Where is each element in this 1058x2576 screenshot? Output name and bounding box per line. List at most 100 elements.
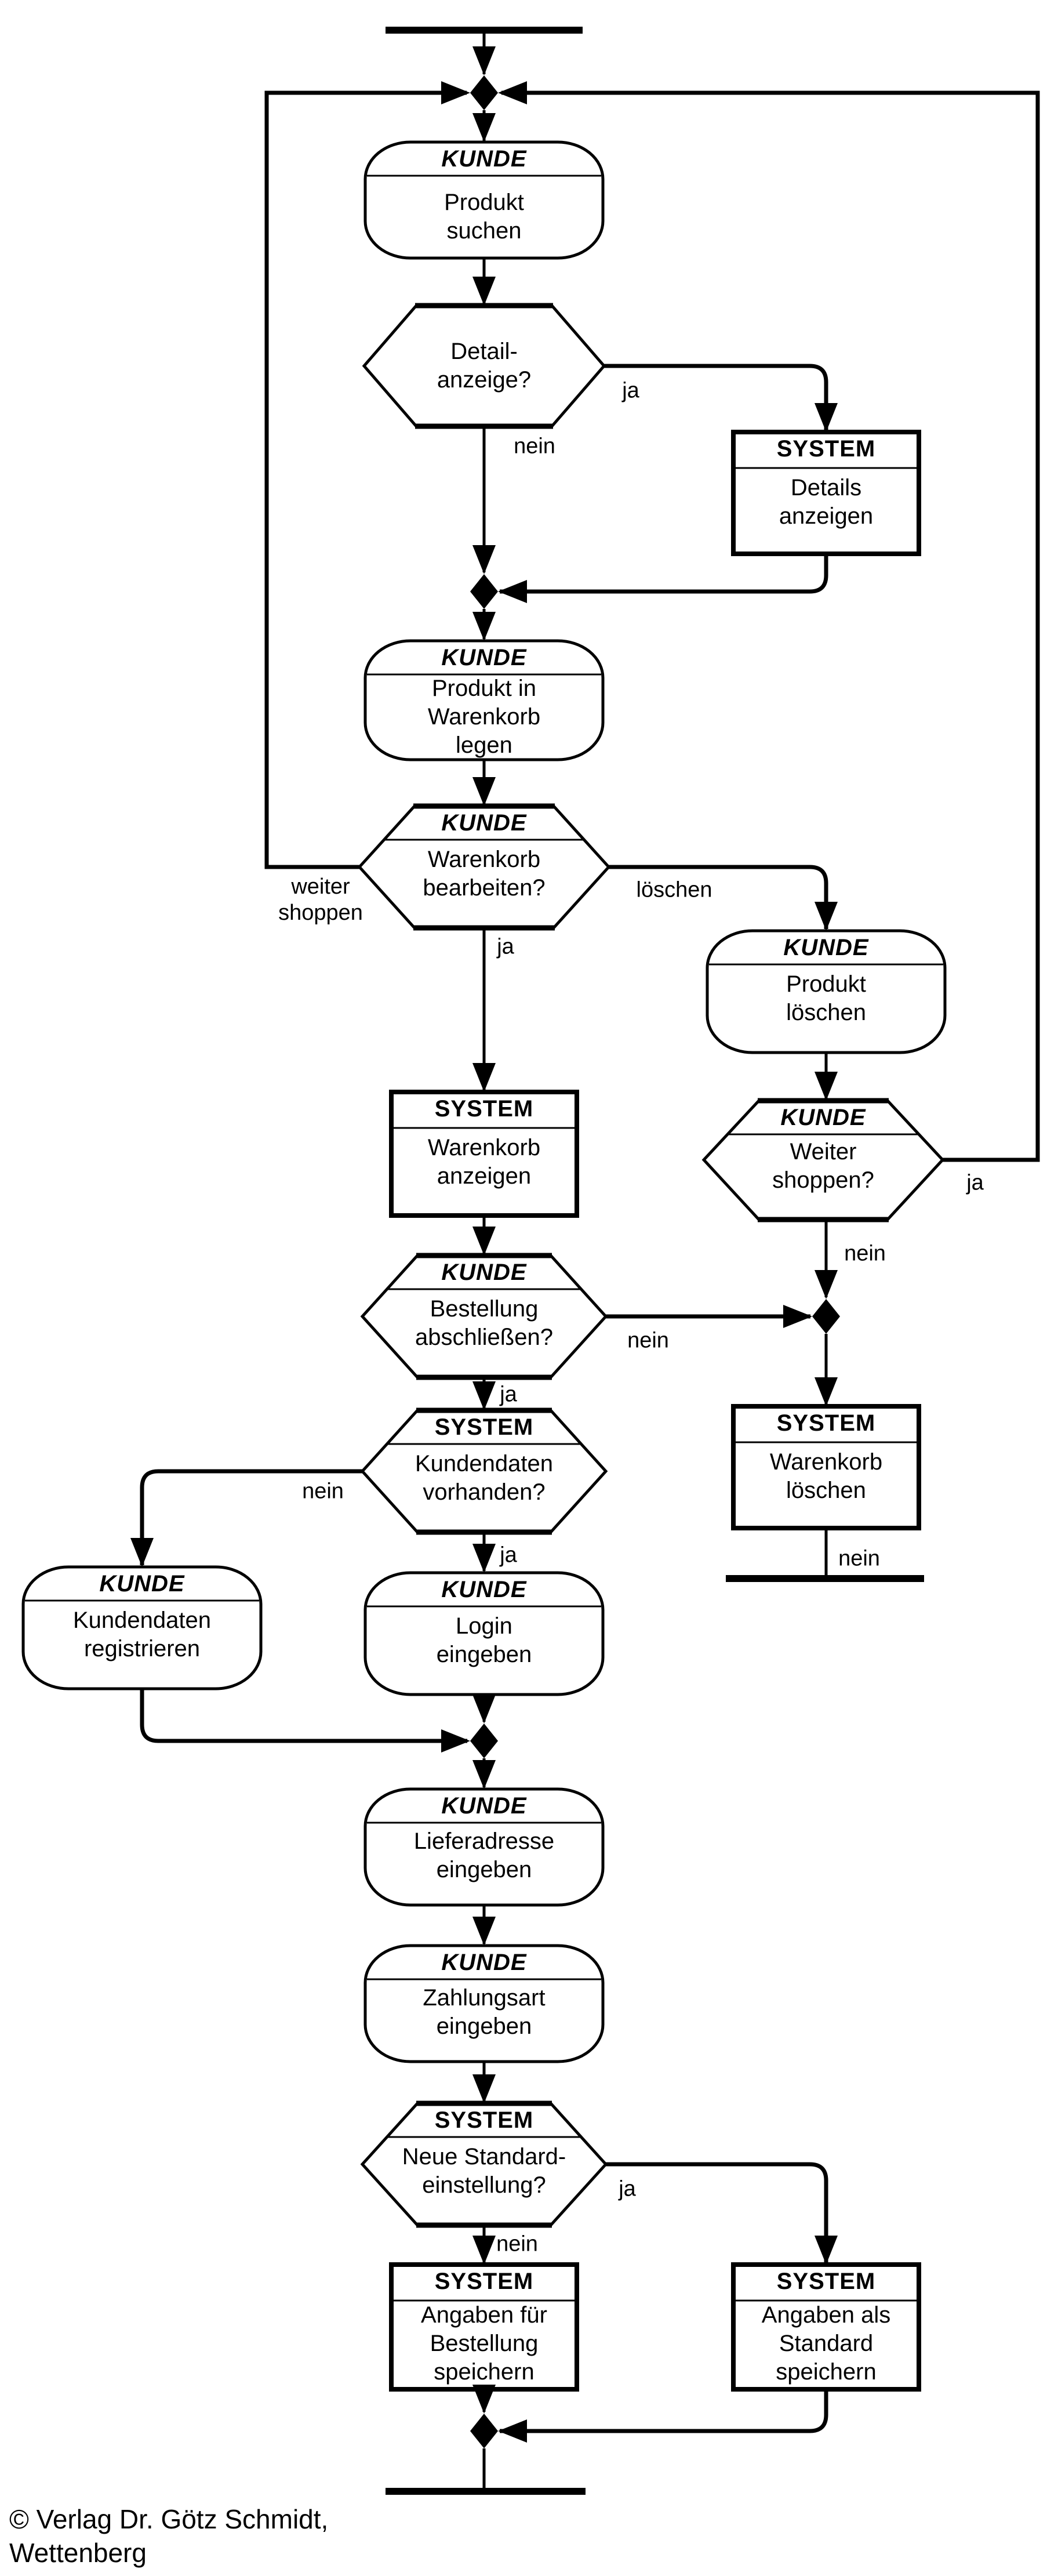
- arrowhead-down-icon: [472, 1917, 496, 1946]
- edge-bearbeiten-loeschen: [609, 865, 828, 929]
- label-bearbeiten-ja: ja: [497, 934, 514, 959]
- arrowhead-down-icon: [472, 1695, 496, 1724]
- edge-standard-ja: [606, 2162, 828, 2263]
- edge-weiter-shoppen-ja-loop: [501, 90, 1040, 1162]
- edge-kundendaten-nein: [140, 1469, 362, 1565]
- arrowhead-down-icon: [815, 1270, 838, 1299]
- node-header: SYSTEM: [434, 2107, 534, 2133]
- node-body: Angaben als Standard speichern: [761, 2302, 891, 2385]
- node-detail-anzeige: Detail- anzeige?: [364, 306, 604, 426]
- node-produkt-suchen: KUNDE Produkt suchen: [365, 142, 603, 258]
- edge-detail-ja: [604, 364, 828, 430]
- node-warenkorb-anzeigen: SYSTEM Warenkorb anzeigen: [391, 1092, 577, 1216]
- arrowhead-down-icon: [815, 1377, 838, 1406]
- shape-warenkorb-loeschen: [731, 1404, 921, 1530]
- node-body: Kundendaten registrieren: [72, 1608, 211, 1661]
- arrowhead-down-icon: [815, 1072, 838, 1101]
- label-detail-ja: ja: [622, 378, 639, 403]
- arrowhead-right-icon: [783, 1305, 812, 1328]
- node-zahlungsart-eingeben: KUNDE Zahlungsart eingeben: [365, 1946, 603, 2062]
- edge-registrieren-out: [140, 1689, 467, 1743]
- node-body: Weiter shoppen?: [772, 1139, 874, 1193]
- node-header: KUNDE: [99, 1570, 185, 1597]
- arrowhead-down-icon: [472, 1227, 496, 1256]
- arrowhead-left-icon: [498, 580, 527, 603]
- arrowhead-right-icon: [441, 81, 470, 104]
- label-bestellung-nein: nein: [627, 1328, 669, 1353]
- arrowhead-down-icon: [472, 46, 496, 75]
- node-produkt-in-warenkorb-legen: KUNDE Produkt in Warenkorb legen: [365, 641, 603, 760]
- node-header: SYSTEM: [434, 2268, 534, 2294]
- arrowhead-down-icon: [472, 1381, 496, 1410]
- node-header: KUNDE: [780, 1104, 866, 1130]
- label-standard-ja: ja: [619, 2176, 636, 2201]
- node-lieferadresse-eingeben: KUNDE Lieferadresse eingeben: [365, 1789, 603, 1905]
- arrowhead-down-icon: [130, 1538, 154, 1567]
- merge-junction-diamond: [470, 2414, 498, 2448]
- copyright-line1: © Verlag Dr. Götz Schmidt,: [9, 2504, 329, 2534]
- node-produkt-loeschen: KUNDE Produkt löschen: [707, 931, 945, 1053]
- arrowhead-down-icon: [472, 2385, 496, 2414]
- node-header: KUNDE: [441, 1576, 527, 1602]
- arrowhead-left-icon: [498, 81, 527, 104]
- node-angaben-als-standard-speichern: SYSTEM Angaben als Standard speichern: [733, 2265, 919, 2389]
- node-body: Lieferadresse eingeben: [413, 1828, 555, 1882]
- arrowhead-down-icon: [815, 403, 838, 432]
- copyright-line2: Wettenberg: [9, 2537, 147, 2568]
- edge-standard-speichern-out: [500, 2389, 828, 2433]
- node-body: Warenkorb bearbeiten?: [423, 847, 546, 901]
- arrowhead-down-icon: [472, 2236, 496, 2265]
- arrowhead-left-icon: [498, 2419, 527, 2443]
- arrowhead-down-icon: [815, 902, 838, 931]
- node-body: Details anzeigen: [779, 475, 874, 529]
- merge-junction-diamond: [470, 75, 498, 110]
- arrowhead-down-icon: [472, 277, 496, 306]
- node-header: KUNDE: [441, 644, 527, 670]
- node-body: Zahlungsart eingeben: [423, 1985, 546, 2039]
- label-kundendaten-ja: ja: [500, 1543, 517, 1568]
- arrowhead-right-icon: [441, 1729, 470, 1753]
- node-kundendaten-registrieren: KUNDE Kundendaten registrieren: [23, 1567, 261, 1689]
- node-angaben-fuer-bestellung-speichern: SYSTEM Angaben für Bestellung speichern: [391, 2265, 577, 2389]
- arrowhead-down-icon: [472, 612, 496, 641]
- node-header: SYSTEM: [434, 1095, 534, 1122]
- node-body: Warenkorb löschen: [769, 1449, 883, 1503]
- node-warenkorb-bearbeiten: KUNDE Warenkorb bearbeiten?: [359, 806, 609, 928]
- arrowhead-down-icon: [472, 777, 496, 806]
- label-bearbeiten-weiter-shoppen: weiter shoppen: [278, 875, 363, 925]
- label-warenkorb-loeschen-nein: nein: [838, 1546, 880, 1571]
- arrowhead-down-icon: [472, 1063, 496, 1092]
- node-body: Bestellung abschließen?: [415, 1296, 553, 1350]
- label-kundendaten-nein: nein: [302, 1479, 344, 1504]
- node-body: Warenkorb anzeigen: [427, 1135, 541, 1189]
- node-bestellung-abschliessen: KUNDE Bestellung abschließen?: [362, 1256, 606, 1377]
- node-warenkorb-loeschen: SYSTEM Warenkorb löschen: [733, 1406, 919, 1528]
- node-body: Produkt löschen: [786, 971, 866, 1025]
- node-header: KUNDE: [441, 1259, 527, 1285]
- node-details-anzeigen: SYSTEM Details anzeigen: [733, 432, 919, 554]
- shape-angaben-standard: [731, 2262, 921, 2392]
- arrowhead-down-icon: [472, 2074, 496, 2103]
- edge-weiter-shoppen-loop: [264, 90, 467, 869]
- node-header: KUNDE: [441, 146, 527, 172]
- arrowhead-down-icon: [472, 1544, 496, 1573]
- node-header: KUNDE: [441, 1949, 527, 1975]
- node-header: KUNDE: [441, 810, 527, 836]
- edge-details-anzeigen-out: [500, 554, 828, 594]
- shape-details-anzeigen: [731, 430, 921, 556]
- node-header: SYSTEM: [434, 1414, 534, 1440]
- node-body: Neue Standard- einstellung?: [402, 2144, 566, 2198]
- arrowheads-and-junctions: [130, 46, 840, 2448]
- merge-junction-diamond: [812, 1299, 840, 1334]
- node-body: Produkt in Warenkorb legen: [427, 676, 541, 758]
- arrowhead-down-icon: [472, 545, 496, 574]
- node-body: Detail- anzeige?: [437, 339, 532, 393]
- node-weiter-shoppen: KUNDE Weiter shoppen?: [704, 1101, 943, 1220]
- node-kundendaten-vorhanden: SYSTEM Kundendaten vorhanden?: [362, 1410, 606, 1532]
- node-login-eingeben: KUNDE Login eingeben: [365, 1573, 603, 1695]
- label-weiter-shoppen-ja: ja: [966, 1170, 984, 1195]
- node-header: SYSTEM: [776, 436, 876, 462]
- shape-angaben-bestellung: [389, 2262, 579, 2392]
